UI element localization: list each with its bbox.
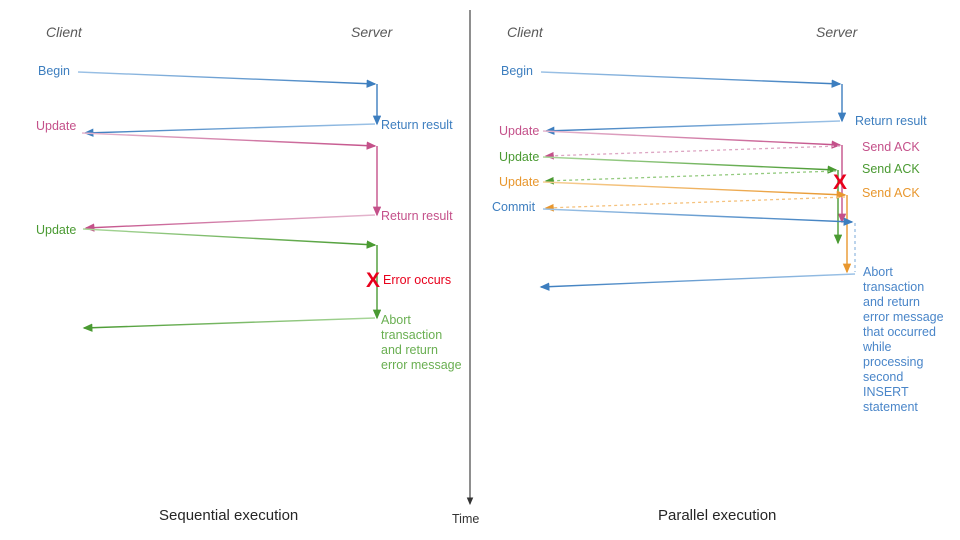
right-server-header: Server [816,24,858,40]
right-label-return-result: Return result [855,114,927,128]
left-label-abort-message: Abort transaction and return error messa… [381,313,462,372]
left-error-x-icon: X [366,269,381,292]
left-label-return-result-2: Return result [381,209,453,223]
right-label-commit: Commit [492,200,536,214]
left-server-header: Server [351,24,393,40]
left-panel-arrows [77,71,382,332]
left-arrow-return-2 [84,214,376,232]
right-panel-arrows [539,71,856,291]
right-label-send-ack-3: Send ACK [862,186,920,200]
left-client-header: Client [46,24,82,40]
right-label-update-3: Update [499,175,540,189]
right-arrow-commit [542,208,854,226]
left-label-return-result-1: Return result [381,118,453,132]
left-panel-caption: Sequential execution [159,507,299,524]
right-arrow-return-result [544,120,841,135]
right-label-update-2: Update [499,150,540,164]
time-axis-label: Time [452,512,480,526]
right-arrow-begin [540,71,842,88]
right-client-header: Client [507,24,543,40]
right-ack-2-dotted [544,170,837,185]
left-label-error-occurs: Error occurs [383,273,452,287]
left-arrow-update-2 [82,228,377,249]
right-panel-caption: Parallel execution [658,507,777,524]
right-arrow-abort [539,273,856,291]
right-label-update-1: Update [499,124,540,138]
left-arrow-update-1 [81,132,377,150]
right-arrow-update-1 [542,130,842,149]
right-arrow-update-2 [542,156,838,174]
left-arrow-abort [82,317,376,332]
right-ack-3-dotted [544,196,846,212]
right-label-send-ack-2: Send ACK [862,162,920,176]
left-arrow-return-1 [83,123,376,137]
left-label-update-1: Update [36,119,77,133]
left-label-update-2: Update [36,223,77,237]
left-arrow-begin [77,71,377,88]
right-ack-1-dotted [544,145,841,160]
right-error-x-icon: X [833,171,848,194]
right-label-begin: Begin [501,64,533,78]
right-label-abort-message: Abort transaction and return error messa… [863,265,944,414]
right-label-send-ack-1: Send ACK [862,140,920,154]
right-arrow-update-3 [542,181,847,199]
left-label-begin: Begin [38,64,70,78]
